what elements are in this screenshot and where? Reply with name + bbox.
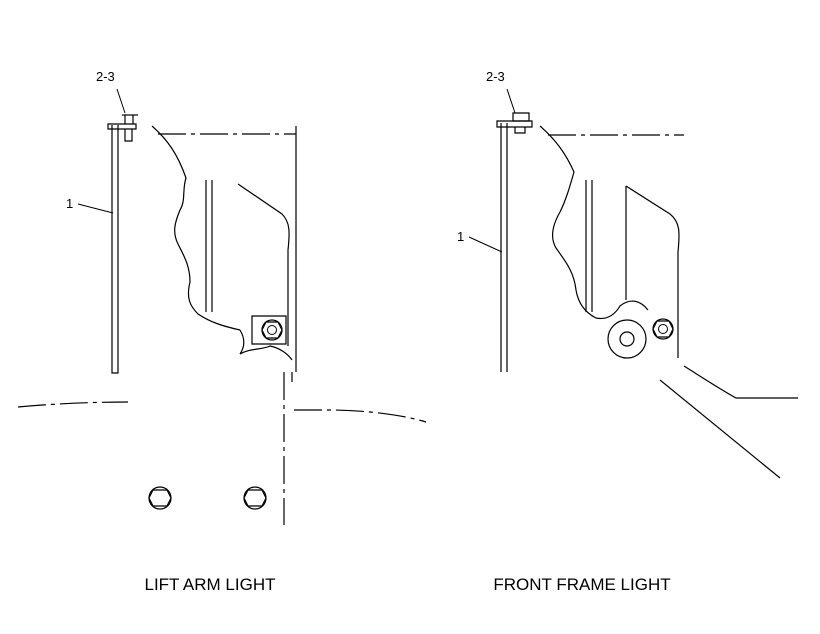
frame-outline-left bbox=[158, 126, 297, 525]
leader-1-right bbox=[468, 236, 503, 253]
front-frame-light-view: 2-3 1 bbox=[457, 69, 798, 594]
hex-bolt-right bbox=[652, 318, 674, 340]
light-housing-left bbox=[151, 125, 293, 361]
leader-1-left bbox=[77, 203, 114, 214]
callout-1-left: 1 bbox=[66, 196, 73, 211]
leader-2-3-left bbox=[116, 88, 126, 114]
lift-arm-right bbox=[659, 365, 798, 479]
leader-2-3-right bbox=[506, 88, 516, 114]
hex-bolt-left-2 bbox=[243, 486, 267, 510]
callout-2-3-left: 2-3 bbox=[96, 69, 115, 84]
caption-front-frame-light: FRONT FRAME LIGHT bbox=[493, 575, 670, 594]
callout-1-right: 1 bbox=[457, 229, 464, 244]
light-housing-right bbox=[539, 125, 680, 359]
lower-frame-left bbox=[17, 401, 427, 510]
lift-arm-light-view: 2-3 1 bbox=[17, 69, 427, 594]
callout-2-3-right: 2-3 bbox=[486, 69, 505, 84]
hex-bolt-left-1 bbox=[148, 486, 172, 510]
mounting-bracket-right bbox=[496, 112, 533, 372]
caption-lift-arm-light: LIFT ARM LIGHT bbox=[145, 575, 276, 594]
mounting-bracket-left bbox=[107, 114, 138, 374]
